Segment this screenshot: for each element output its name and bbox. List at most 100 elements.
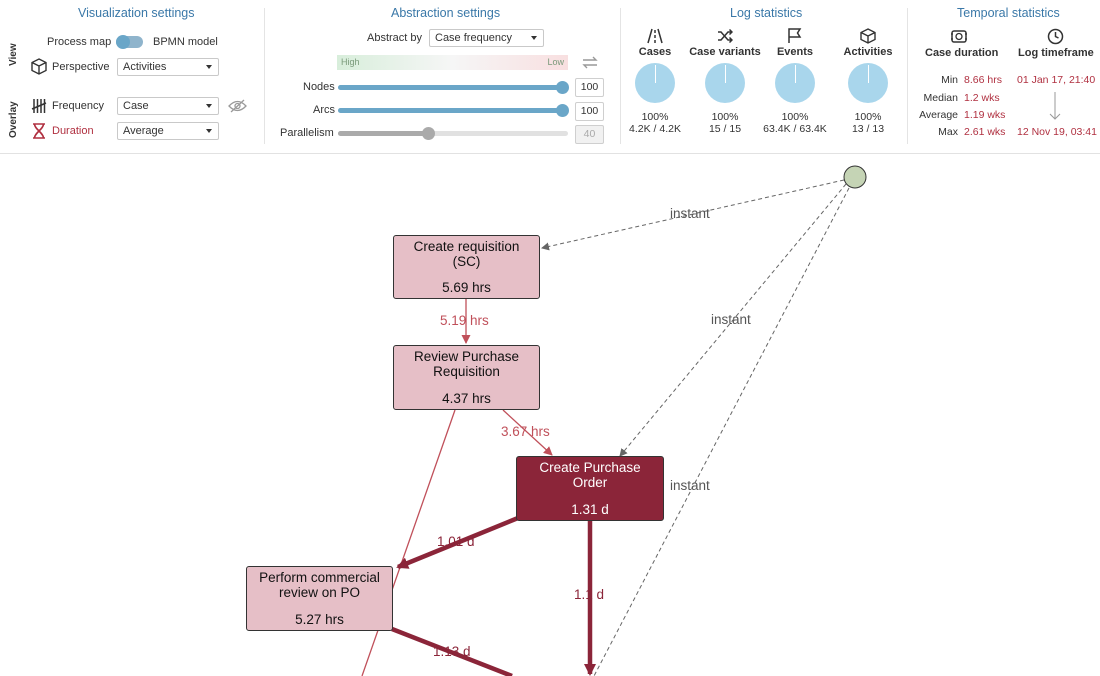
arcs-slider[interactable]: [338, 104, 569, 117]
parallelism-label: Parallelism: [280, 127, 334, 139]
arcs-label: Arcs: [313, 104, 335, 116]
edge-label: instant: [670, 478, 710, 493]
parallelism-slider-knob[interactable]: [422, 127, 435, 140]
temporal-row-value: 1.19 wks: [964, 109, 1006, 121]
duration-label: Duration: [52, 125, 94, 137]
temporal-row-label: Min: [941, 74, 958, 86]
temporal-row-label: Median: [923, 92, 958, 104]
activity-title: Perform commercial review on PO: [259, 570, 380, 600]
edge-label: instant: [711, 312, 751, 327]
edge-label: 5.19 hrs: [440, 313, 489, 328]
arcs-slider-fill: [338, 108, 562, 113]
chevron-down-icon: [206, 129, 212, 133]
log-timeframe-title: Log timeframe: [1018, 47, 1094, 59]
variants-pie: [705, 63, 745, 103]
edge-label: 1.1 d: [574, 587, 605, 602]
road-icon: [647, 28, 663, 44]
start-node[interactable]: [843, 165, 867, 189]
stat-cases: Cases 100% 4.2K / 4.2K: [615, 28, 695, 135]
stat-case-variants: Case variants 100% 15 / 15: [685, 28, 765, 135]
high-label: High: [341, 57, 360, 67]
activity-title: Create Purchase Order: [539, 460, 641, 490]
events-pie: [775, 63, 815, 103]
parallelism-value: 40: [575, 125, 604, 144]
edge-start-downstream[interactable]: [593, 187, 850, 676]
activity-node-create-requisition[interactable]: Create requisition (SC) 5.69 hrs: [393, 235, 540, 299]
activity-node-review-requisition[interactable]: Review Purchase Requisition 4.37 hrs: [393, 345, 540, 410]
activity-node-create-purchase-order[interactable]: Create Purchase Order 1.31 d: [516, 456, 664, 521]
parallelism-slider[interactable]: [338, 127, 568, 140]
activity-duration: 5.69 hrs: [442, 280, 491, 295]
frequency-label: Frequency: [52, 100, 104, 112]
flag-icon: [788, 28, 802, 43]
nodes-slider-knob[interactable]: [556, 81, 569, 94]
nodes-slider-fill: [338, 85, 562, 90]
settings-toolbar: Visualization settings View Overlay Proc…: [0, 0, 1100, 154]
perspective-label: Perspective: [52, 61, 110, 73]
temporal-statistics-title: Temporal statistics: [957, 6, 1060, 20]
activity-title: Review Purchase Requisition: [413, 349, 520, 379]
arrow-down-icon: [1049, 92, 1061, 120]
abstract-by-label: Abstract by: [367, 32, 423, 44]
swap-icon[interactable]: [582, 56, 598, 69]
temporal-row-value: 2.61 wks: [964, 126, 1006, 138]
visualization-settings-title: Visualization settings: [78, 6, 195, 20]
activity-title: Create requisition (SC): [413, 239, 520, 269]
stat-value: 13 / 13: [851, 123, 885, 135]
edge-commercial-review-downstream[interactable]: [391, 626, 513, 676]
frequency-select[interactable]: Case: [117, 97, 219, 115]
edge-label: instant: [670, 206, 710, 221]
hourglass-icon: [33, 123, 45, 139]
activity-duration: 4.37 hrs: [442, 391, 491, 406]
eye-slash-icon[interactable]: [228, 99, 247, 113]
timeframe-end: 12 Nov 19, 03:41: [1017, 126, 1097, 138]
abstract-by-select[interactable]: Case frequency: [429, 29, 544, 47]
stat-percent: 100%: [641, 111, 669, 123]
duration-value: Average: [123, 125, 164, 137]
stat-percent: 100%: [711, 111, 739, 123]
arcs-slider-knob[interactable]: [556, 104, 569, 117]
cube-icon: [31, 58, 47, 75]
abstraction-settings-title: Abstraction settings: [391, 6, 501, 20]
perspective-select[interactable]: Activities: [117, 58, 219, 76]
edge-start-to-create-po[interactable]: [619, 183, 847, 457]
stat-events: Events 100% 63.4K / 63.4K: [755, 28, 835, 135]
process-map-canvas: [361, 165, 867, 676]
edge-create-po-to-commercial-review[interactable]: [396, 515, 519, 570]
edge-label: 1.01 d: [437, 534, 475, 549]
tally-icon: [31, 99, 47, 113]
nodes-value[interactable]: 100: [575, 78, 604, 97]
timeframe-start: 01 Jan 17, 21:40: [1017, 74, 1096, 86]
activity-duration: 1.31 d: [571, 502, 609, 517]
cube-icon: [860, 28, 876, 44]
log-statistics-title: Log statistics: [730, 6, 803, 20]
temporal-row-value: 8.66 hrs: [964, 74, 1002, 86]
temporal-row-label: Average: [919, 109, 958, 121]
arcs-value[interactable]: 100: [575, 102, 604, 121]
chevron-down-icon: [206, 65, 212, 69]
stat-label: Activities: [843, 46, 893, 58]
stat-label: Case variants: [689, 46, 761, 58]
edge-review-downstream[interactable]: [361, 409, 456, 676]
bpmn-model-label: BPMN model: [153, 36, 218, 48]
divider: [907, 8, 908, 144]
temporal-row-value: 1.2 wks: [964, 92, 1000, 104]
activity-node-commercial-review[interactable]: Perform commercial review on PO 5.27 hrs: [246, 566, 393, 631]
activity-duration: 5.27 hrs: [295, 612, 344, 627]
shuffle-icon: [718, 28, 733, 44]
edge-label: 1.13 d: [433, 644, 471, 659]
stat-label: Cases: [638, 46, 672, 58]
view-toggle[interactable]: [116, 35, 143, 49]
frequency-value: Case: [123, 100, 149, 112]
nodes-slider[interactable]: [338, 81, 569, 94]
stat-percent: 100%: [781, 111, 809, 123]
activities-pie: [848, 63, 888, 103]
stat-value: 63.4K / 63.4K: [763, 123, 827, 135]
perspective-value: Activities: [123, 61, 167, 73]
edge-start-to-create-requisition[interactable]: [541, 179, 845, 251]
film-clock-icon: [951, 30, 967, 43]
edge-review-to-create-po[interactable]: [502, 409, 553, 456]
abstract-by-value: Case frequency: [435, 32, 513, 44]
parallelism-slider-fill: [338, 131, 428, 136]
duration-select[interactable]: Average: [117, 122, 219, 140]
